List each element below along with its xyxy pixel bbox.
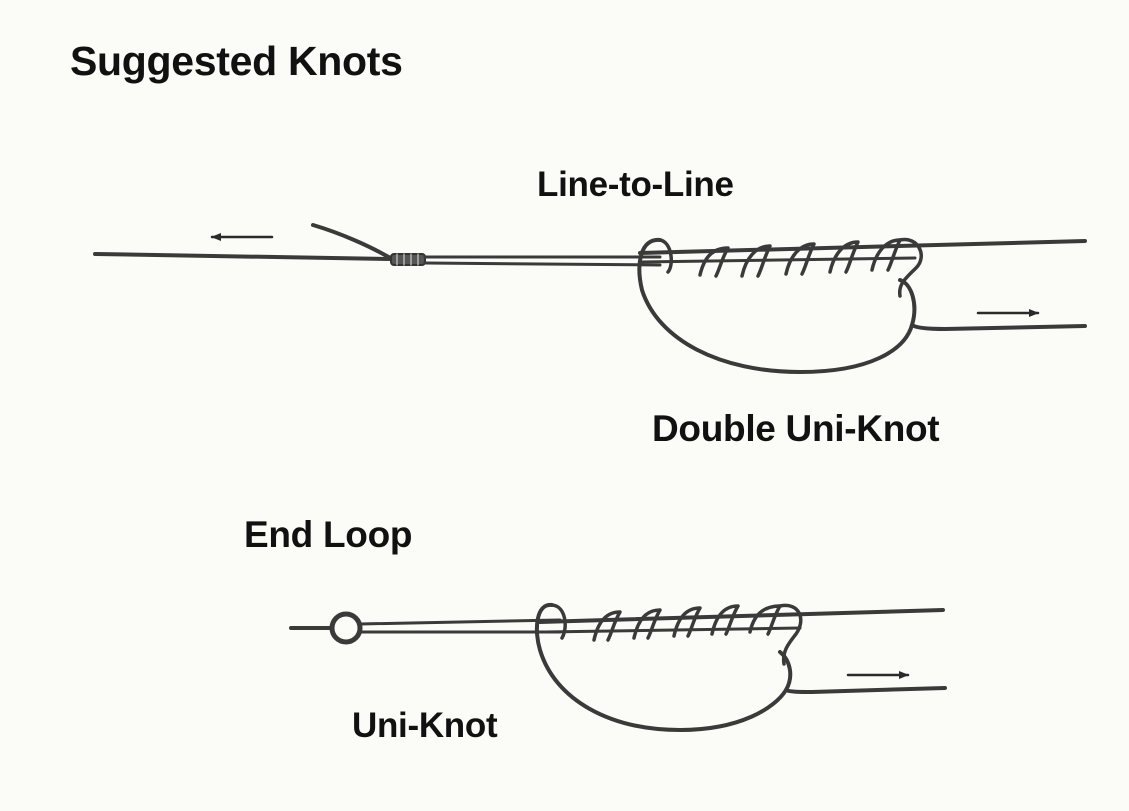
right-tag-end xyxy=(910,323,1087,331)
ring-icon xyxy=(329,611,363,645)
knot-name-uni-knot: Uni-Knot xyxy=(352,706,498,745)
coil-icon xyxy=(390,253,426,266)
double-uni-knot-diagram xyxy=(93,223,1087,374)
coil-wraps xyxy=(658,237,923,298)
ring-line-upper xyxy=(358,618,562,626)
left-standing-line xyxy=(93,252,394,261)
uni-coil-wraps xyxy=(550,603,803,666)
section-heading-line-to-line: Line-to-Line xyxy=(537,165,734,204)
right-standing-line xyxy=(638,239,1087,255)
knot-loop xyxy=(637,237,917,374)
main-line xyxy=(538,608,945,624)
inner-line xyxy=(638,256,917,264)
knot-name-double-uni-knot: Double Uni-Knot xyxy=(652,408,940,449)
section-heading-end-loop: End Loop xyxy=(244,514,413,555)
uni-knot-diagram xyxy=(289,602,947,732)
doubled-line-lower xyxy=(423,261,662,267)
tag-end xyxy=(311,223,394,261)
uni-knot-loop xyxy=(534,602,793,732)
page-title: Suggested Knots xyxy=(70,38,403,84)
uni-tag-end xyxy=(784,686,947,694)
inner-line-uni xyxy=(543,626,802,634)
